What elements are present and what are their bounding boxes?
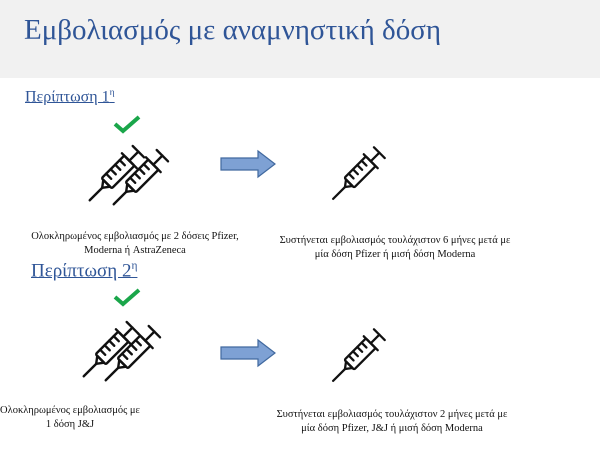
- case-2-heading[interactable]: Περίπτωση 2η: [31, 260, 137, 282]
- syringe-icon: [322, 134, 398, 210]
- case-2-sup: η: [131, 260, 138, 272]
- arrow-right-icon: [220, 338, 276, 368]
- case-1-label: Περίπτωση 1: [25, 88, 110, 106]
- case-1-condition: Ολοκληρωμένος εμβολιασμός με 2 δόσεις Pf…: [31, 231, 239, 256]
- arrow-right-icon: [220, 149, 276, 179]
- case-2-recommendation: Συστήνεται εμβολιασμός τουλάχιστον 2 μήν…: [276, 409, 508, 434]
- page-title: Εμβολιασμός με αναμνηστική δόση: [24, 14, 442, 46]
- check-icon: [113, 115, 141, 134]
- case-2-label: Περίπτωση 2: [31, 260, 132, 282]
- check-icon: [113, 288, 141, 307]
- case-1-sup: η: [109, 87, 115, 98]
- case-1-recommendation: Συστήνεται εμβολιασμός τουλάχιστον 6 μήν…: [279, 235, 511, 260]
- case-1-heading[interactable]: Περίπτωση 1η: [25, 87, 115, 106]
- syringe-icon: [322, 316, 398, 392]
- case-2-condition: Ολοκληρωμένος εμβολιασμός με 1 δόση J&J: [0, 405, 140, 430]
- syringe-icon: [102, 136, 182, 216]
- header-band: Εμβολιασμός με αναμνηστική δόση: [0, 0, 600, 78]
- syringe-icon: [94, 312, 174, 392]
